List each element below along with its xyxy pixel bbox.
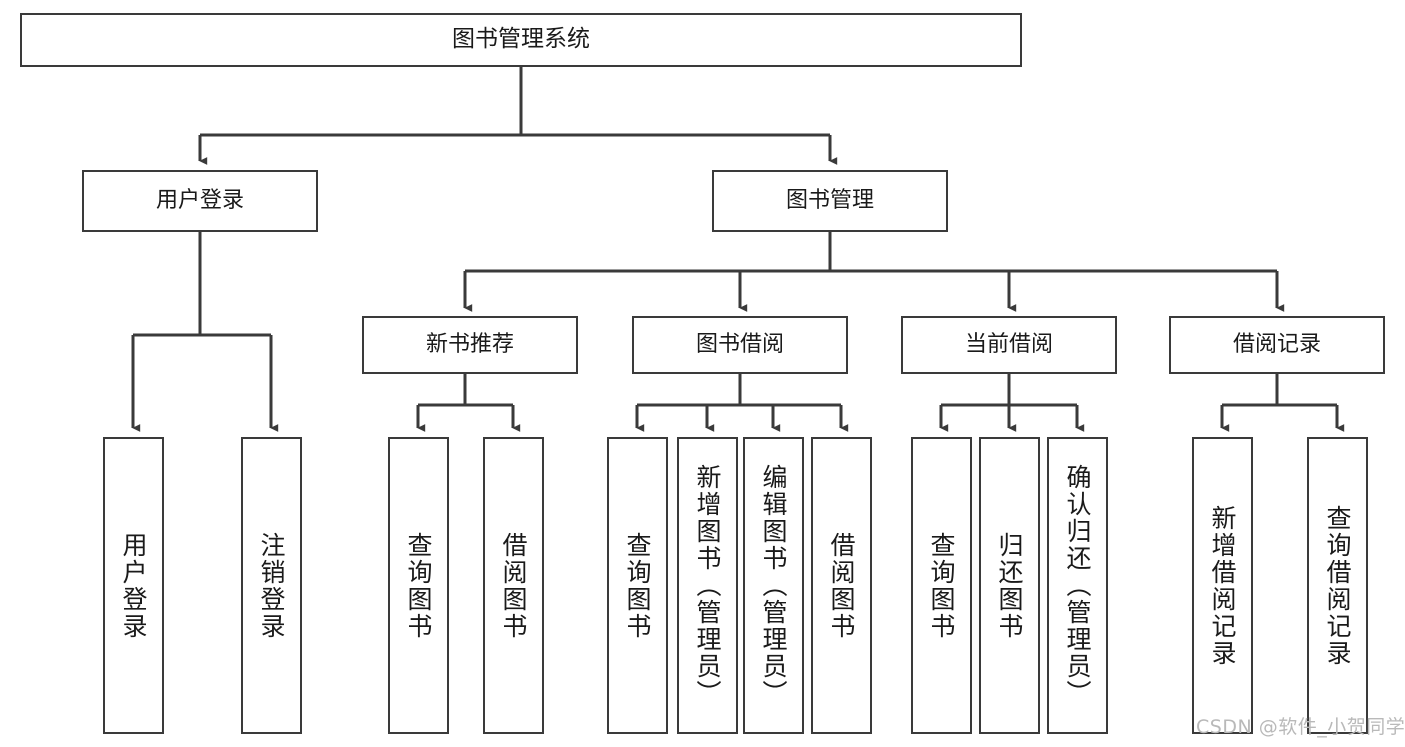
node-leaf-borrow-book-recommend[interactable]: 借阅图书 [483, 437, 544, 734]
node-label: 当前借阅 [964, 332, 1053, 358]
node-root-book-management-system[interactable]: 图书管理系统 [20, 13, 1022, 67]
node-leaf-query-book-borrow[interactable]: 查询图书 [607, 437, 668, 734]
node-leaf-query-book-current[interactable]: 查询图书 [911, 437, 972, 734]
node-label: 借阅图书 [499, 531, 528, 640]
node-leaf-borrow-book[interactable]: 借阅图书 [811, 437, 872, 734]
node-label: 查询借阅记录 [1323, 504, 1352, 667]
node-label: 图书借阅 [695, 332, 784, 358]
node-leaf-user-logout[interactable]: 注销登录 [241, 437, 302, 734]
node-new-book-recommend[interactable]: 新书推荐 [362, 316, 578, 374]
node-label: 图书管理系统 [452, 26, 590, 53]
node-label: 图书管理 [785, 188, 874, 214]
node-label: 借阅记录 [1232, 332, 1321, 358]
node-label: 查询图书 [623, 531, 652, 640]
node-label: 确认归还（管理员） [1063, 464, 1092, 707]
node-leaf-return-book[interactable]: 归还图书 [979, 437, 1040, 734]
node-leaf-query-borrow-record[interactable]: 查询借阅记录 [1307, 437, 1368, 734]
node-label: 新增借阅记录 [1208, 504, 1237, 667]
node-label: 新增图书（管理员） [693, 464, 722, 707]
node-label: 注销登录 [257, 531, 286, 640]
node-user-login[interactable]: 用户登录 [82, 170, 318, 232]
node-label: 查询图书 [404, 531, 433, 640]
node-label: 借阅图书 [827, 531, 856, 640]
node-label: 查询图书 [927, 531, 956, 640]
node-book-borrow[interactable]: 图书借阅 [632, 316, 848, 374]
node-leaf-query-book-recommend[interactable]: 查询图书 [388, 437, 449, 734]
node-leaf-add-borrow-record[interactable]: 新增借阅记录 [1192, 437, 1253, 734]
node-borrow-record[interactable]: 借阅记录 [1169, 316, 1385, 374]
node-leaf-user-login[interactable]: 用户登录 [103, 437, 164, 734]
node-leaf-add-book-admin[interactable]: 新增图书（管理员） [677, 437, 738, 734]
node-label: 编辑图书（管理员） [759, 464, 788, 707]
node-label: 用户登录 [119, 531, 148, 640]
node-leaf-confirm-return-admin[interactable]: 确认归还（管理员） [1047, 437, 1108, 734]
node-label: 归还图书 [995, 531, 1024, 640]
node-current-borrow[interactable]: 当前借阅 [901, 316, 1117, 374]
node-label: 用户登录 [155, 188, 244, 214]
node-book-manage[interactable]: 图书管理 [712, 170, 948, 232]
node-label: 新书推荐 [425, 332, 514, 358]
node-leaf-edit-book-admin[interactable]: 编辑图书（管理员） [743, 437, 804, 734]
